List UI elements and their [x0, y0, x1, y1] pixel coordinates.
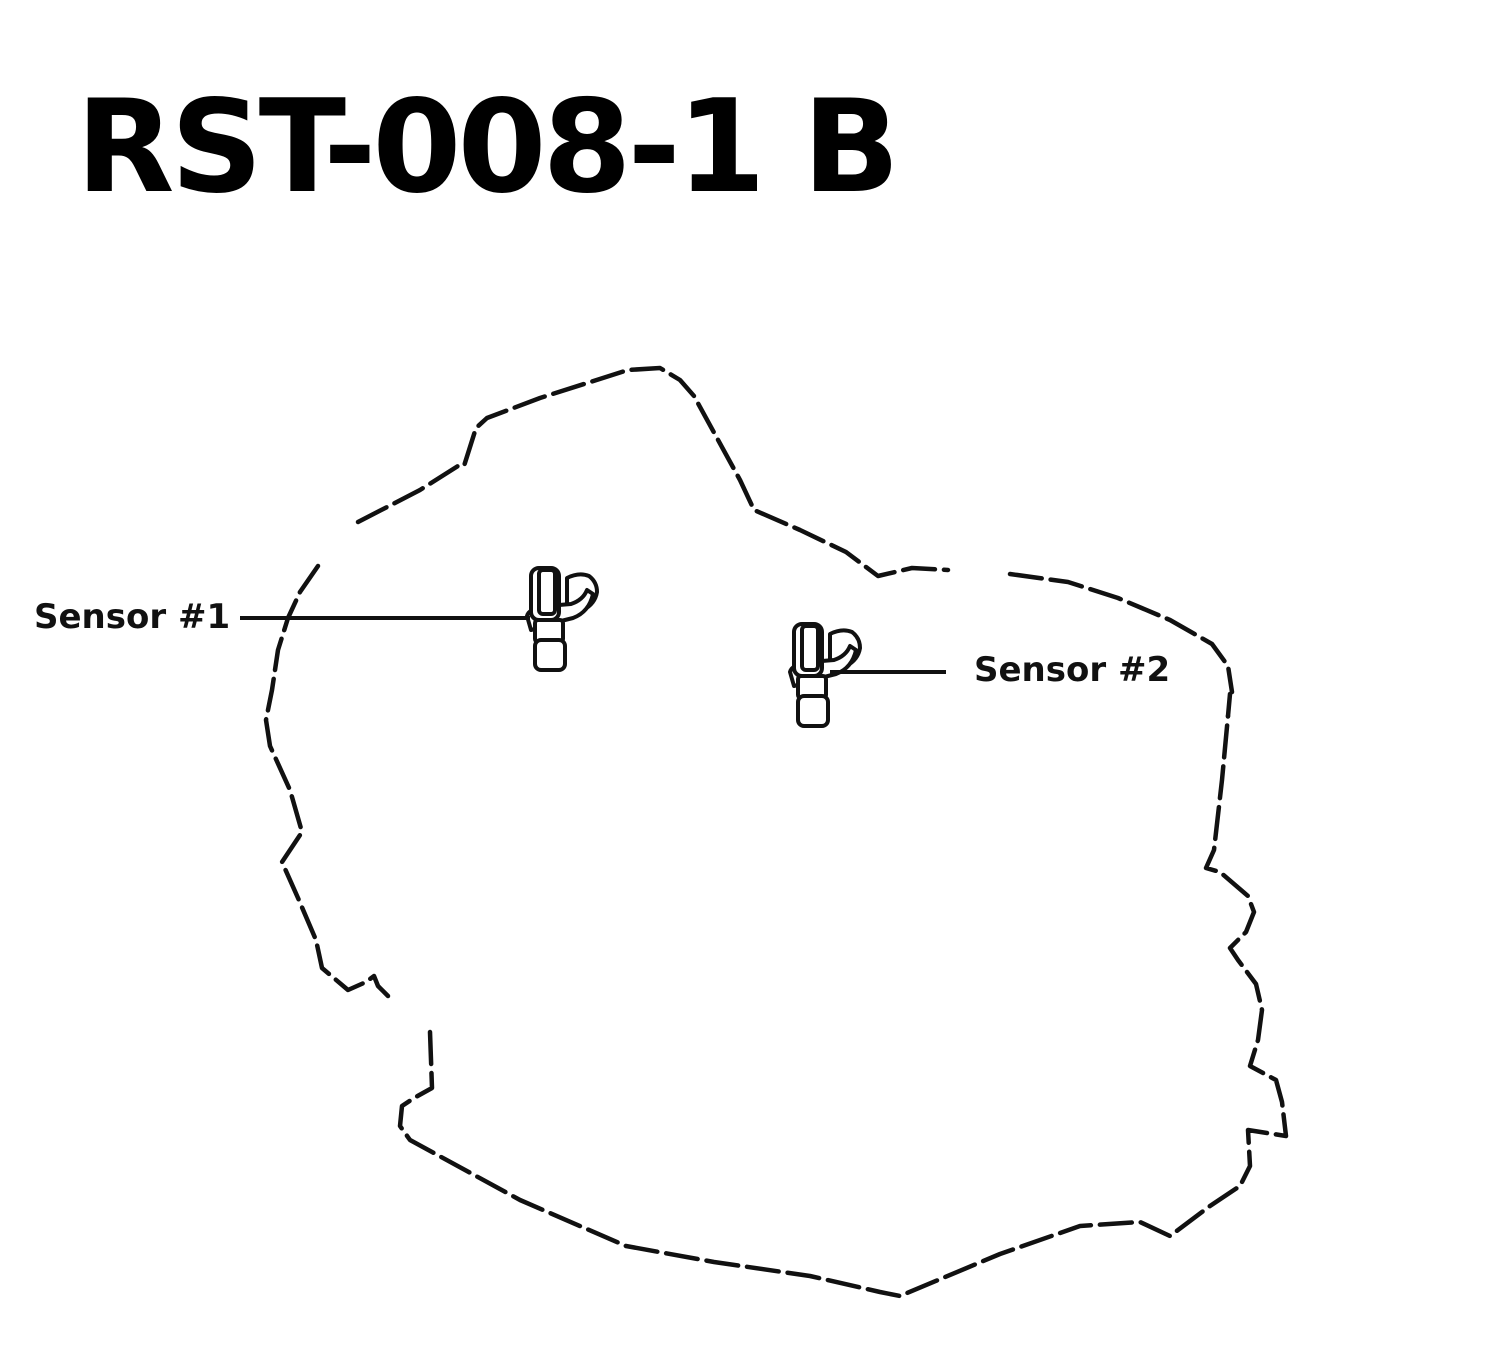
sensor-2-label: Sensor #2 — [974, 650, 1171, 690]
sensor-2-icon — [788, 622, 862, 728]
part-number-title: RST-008-1 B — [76, 73, 900, 222]
sensor-1-label: Sensor #1 — [34, 597, 231, 637]
housing-outline — [263, 365, 1289, 1299]
sensor-1-icon — [525, 566, 599, 672]
